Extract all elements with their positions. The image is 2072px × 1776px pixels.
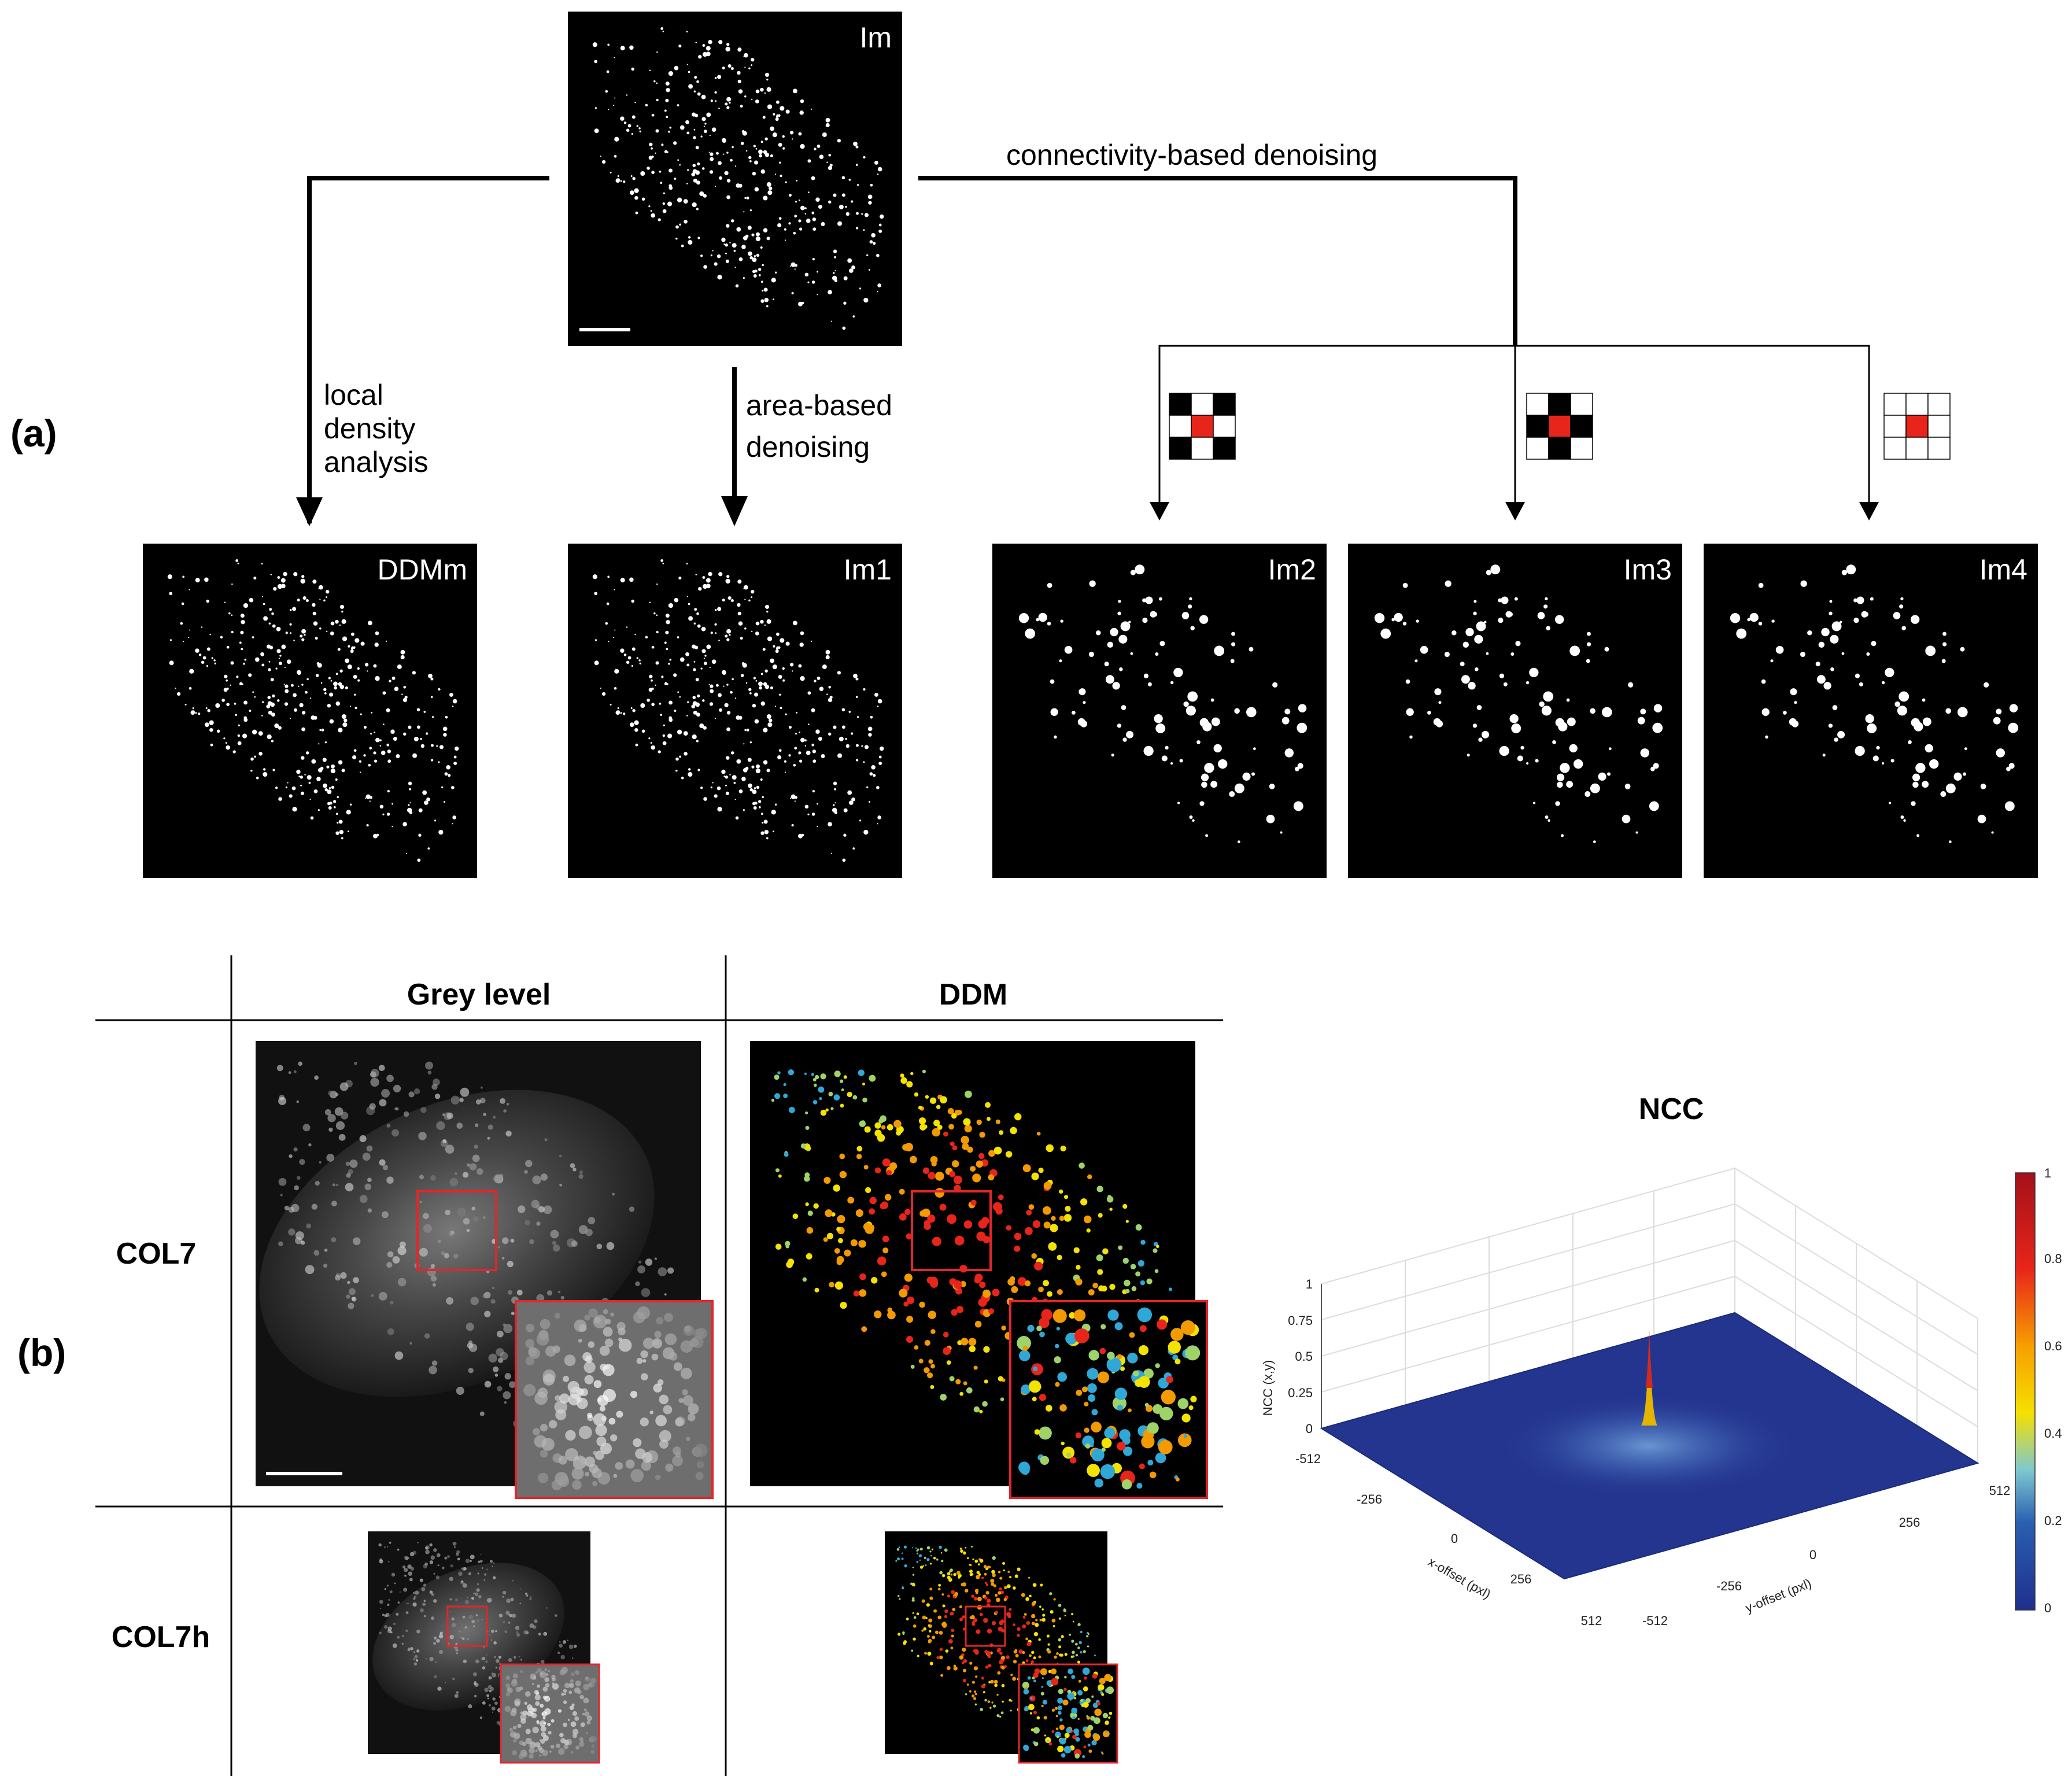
svg-text:0.8: 0.8 (2044, 1251, 2062, 1266)
arrow-local-density (307, 176, 549, 523)
arrowhead-local (296, 497, 323, 526)
roi-box (416, 1190, 497, 1271)
kernel-0-connectivity (1883, 393, 1951, 460)
label-area-based: area-based denoising (746, 389, 900, 463)
ncc-grid (1321, 1167, 1978, 1464)
image-col7h-grey (368, 1531, 600, 1764)
svg-text:-512: -512 (1295, 1452, 1321, 1466)
kernel-4-connectivity (1526, 393, 1593, 460)
arrowhead-area (721, 496, 748, 526)
arrow-connectivity (918, 176, 1517, 346)
arrowhead-im4 (1859, 502, 1879, 520)
svg-text:1: 1 (2044, 1166, 2051, 1180)
svg-text:0: 0 (1451, 1531, 1458, 1546)
svg-text:0.6: 0.6 (2044, 1339, 2062, 1353)
image-im4: Im4 (1704, 544, 2038, 878)
panel-b-label: (b) (17, 1331, 66, 1374)
ncc-x-ticks: -512 -256 0 256 512 (1295, 1452, 1602, 1628)
ncc-colorbar-ticks: 0 0.2 0.4 0.6 0.8 1 (2044, 1166, 2062, 1615)
ncc-z-ticks: 0 0.25 0.5 0.75 1 (1288, 1277, 1313, 1436)
svg-text:512: 512 (1581, 1613, 1602, 1628)
ncc-z-label: NCC (x,y) (1261, 1360, 1275, 1416)
image-im2: Im2 (992, 544, 1327, 878)
image-col7h-ddm (885, 1531, 1118, 1764)
svg-text:0: 0 (1306, 1421, 1313, 1436)
row-header-col7h: COL7h (112, 1620, 210, 1654)
col-header-grey: Grey level (407, 978, 551, 1011)
image-label-im3: Im3 (1624, 553, 1672, 586)
svg-text:256: 256 (1899, 1515, 1920, 1530)
ncc-glow (1498, 1394, 1798, 1498)
panel-a-label: (a) (10, 412, 57, 455)
kernel-8-connectivity (1169, 393, 1236, 460)
arrowhead-im2 (1150, 502, 1169, 520)
image-im: Im (568, 12, 902, 346)
image-im1: Im1 (568, 544, 902, 878)
svg-text:0.2: 0.2 (2044, 1513, 2062, 1528)
label-local-density: local density analysis (324, 379, 429, 478)
ncc-y-label: y-offset (pxl) (1744, 1576, 1814, 1615)
arrowhead-im3 (1505, 502, 1525, 520)
image-label-im: Im (859, 21, 892, 54)
ncc-peak-top (1646, 1330, 1653, 1388)
roi-box (446, 1605, 488, 1647)
ncc-title: NCC (1639, 1092, 1704, 1126)
image-col7-ddm (750, 1041, 1208, 1499)
svg-text:0.25: 0.25 (1288, 1386, 1313, 1400)
ncc-y-ticks: -512 -256 0 256 512 (1642, 1483, 2010, 1628)
svg-text:0.5: 0.5 (1295, 1349, 1313, 1364)
svg-text:-256: -256 (1357, 1492, 1382, 1507)
label-connectivity: connectivity-based denoising (1006, 139, 1377, 171)
svg-text:0.4: 0.4 (2044, 1426, 2062, 1441)
image-label-im2: Im2 (1268, 553, 1316, 586)
image-label-im4: Im4 (1979, 553, 2027, 586)
svg-text:256: 256 (1510, 1572, 1532, 1586)
svg-text:512: 512 (1989, 1483, 2011, 1498)
svg-text:-512: -512 (1642, 1613, 1668, 1628)
image-label-ddmm: DDMm (377, 553, 467, 586)
ncc-plot: 0 0.25 0.5 0.75 1 NCC (x,y) -512 -256 0 … (1261, 1166, 2062, 1628)
col-header-ddm: DDM (939, 978, 1007, 1011)
svg-text:-256: -256 (1716, 1579, 1742, 1593)
ncc-colorbar (2015, 1172, 2036, 1611)
image-label-im1: Im1 (844, 553, 892, 586)
row-header-col7: COL7 (116, 1237, 197, 1271)
image-col7-grey (256, 1041, 714, 1499)
svg-text:1: 1 (1306, 1277, 1313, 1291)
svg-text:0: 0 (1809, 1548, 1816, 1562)
image-ddmm: DDMm (143, 544, 477, 878)
roi-box (965, 1605, 1006, 1647)
image-im3: Im3 (1348, 544, 1682, 878)
svg-text:0: 0 (2044, 1601, 2051, 1615)
svg-text:0.75: 0.75 (1288, 1313, 1313, 1328)
roi-box (911, 1190, 992, 1271)
ncc-x-label: x-offset (pxl) (1425, 1555, 1493, 1602)
